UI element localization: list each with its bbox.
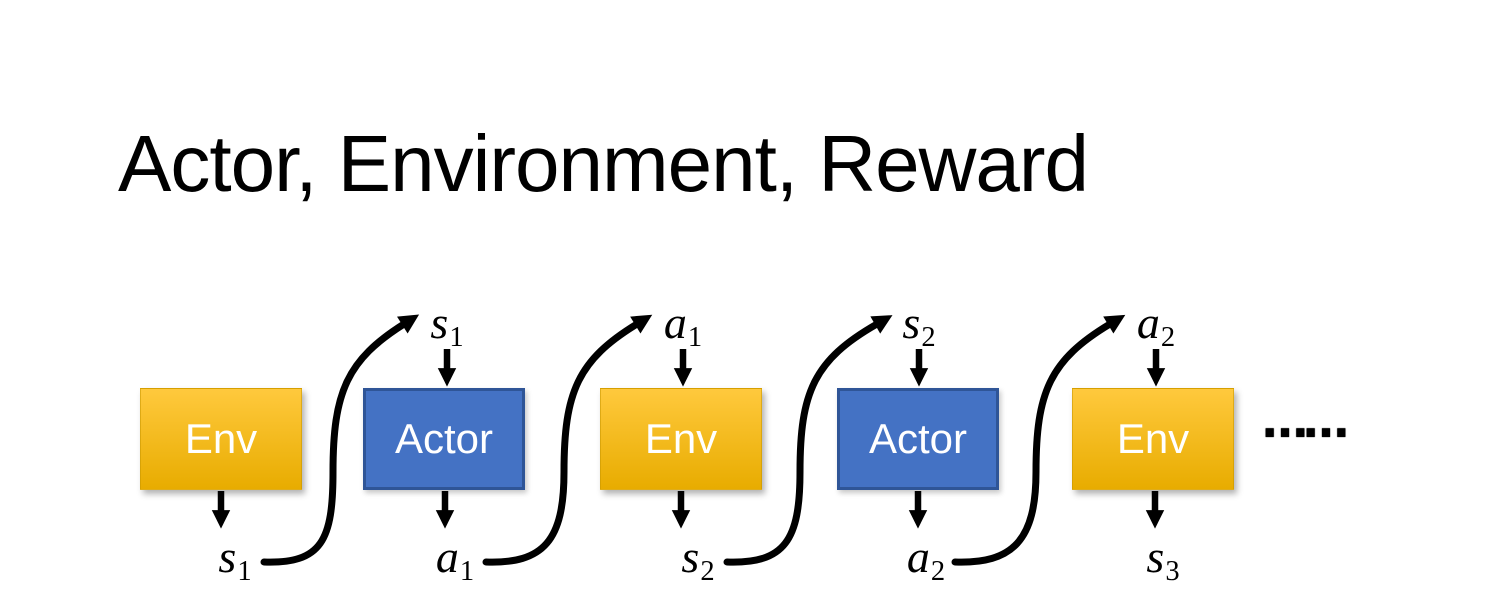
actor-box-2: Actor: [837, 388, 999, 490]
state-label-s1-top: s1: [430, 297, 464, 353]
action-label-a2-top: a2: [1136, 297, 1176, 353]
slide-title: Actor, Environment, Reward: [118, 119, 1089, 208]
continuation-ellipsis: ……: [1262, 394, 1349, 448]
action-label-a2-bottom: a2: [906, 531, 946, 587]
state-label-s1-bottom: s1: [218, 531, 252, 587]
state-label-s2-top: s2: [902, 297, 936, 353]
state-label-s2-bottom: s2: [681, 531, 715, 587]
actor-box-1: Actor: [363, 388, 525, 490]
env-box-2: Env: [600, 388, 762, 490]
actor-box-1-label: Actor: [394, 415, 494, 462]
env-box-2-label: Env: [644, 415, 718, 462]
env-box-1: Env: [140, 388, 302, 490]
env-box-3: Env: [1072, 388, 1234, 490]
actor-box-2-label: Actor: [868, 415, 968, 462]
env-box-1-label: Env: [184, 415, 258, 462]
action-label-a1-top: a1: [663, 297, 703, 353]
env-box-3-label: Env: [1116, 415, 1190, 462]
state-label-s3-bottom: s3: [1146, 531, 1180, 587]
action-label-a1-bottom: a1: [435, 531, 475, 587]
